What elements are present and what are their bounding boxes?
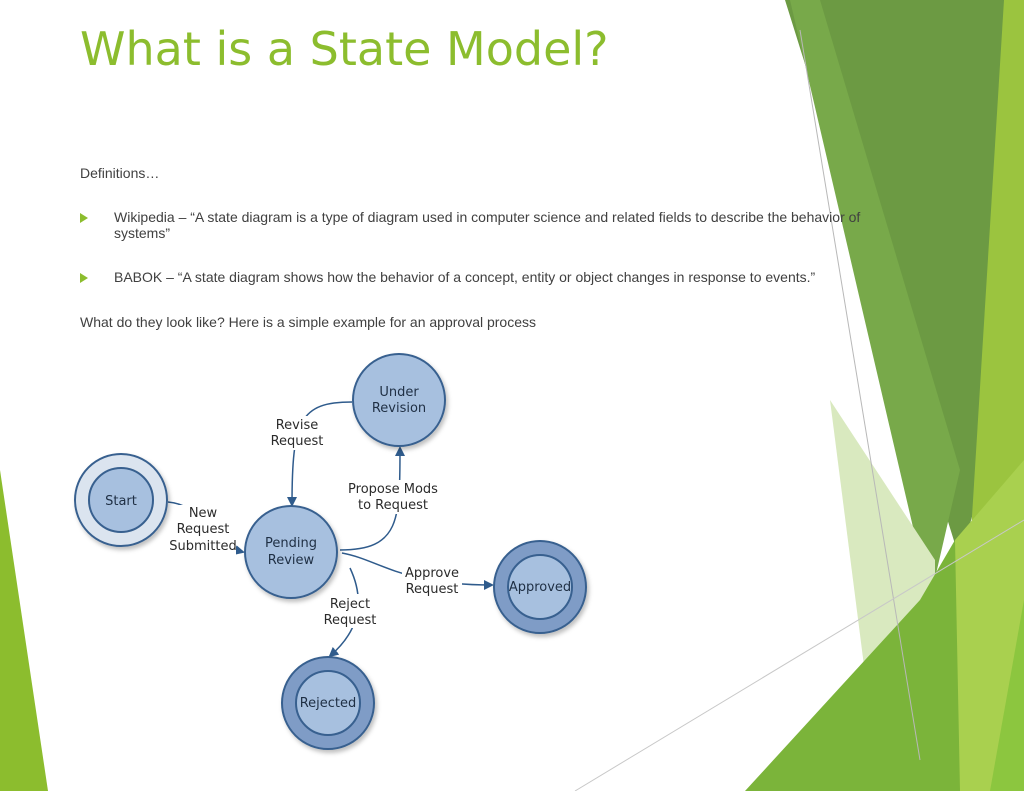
label-backdrop xyxy=(320,594,380,628)
thin-diagonal-line-2 xyxy=(574,519,1024,791)
state-pending-label-line1: Pending xyxy=(265,536,317,551)
transition-approve-label-line1: Approve xyxy=(405,566,459,581)
bullet-line: systems” xyxy=(114,225,170,241)
pending-review-circle xyxy=(244,505,338,599)
left-green-sliver xyxy=(0,470,48,791)
label-backdrop xyxy=(170,505,236,555)
bottom-green-triangle xyxy=(745,540,960,791)
bullet-wikipedia: Wikipedia – “A state diagram is a type o… xyxy=(114,209,860,241)
bullet-line: Wikipedia – “A state diagram is a type o… xyxy=(114,209,861,225)
under-revision-circle xyxy=(352,353,446,447)
transition-new-label-line2: Request xyxy=(177,522,230,537)
approved-inner-circle xyxy=(507,554,573,620)
state-start-label: Start xyxy=(105,494,137,509)
state-pending-review xyxy=(244,505,338,599)
transition-reject-label-line2: Request xyxy=(324,613,377,628)
bullet-babok: BABOK – “A state diagram shows how the b… xyxy=(114,269,816,285)
transition-new-label-line3: Submitted xyxy=(169,539,236,554)
state-rejected-label: Rejected xyxy=(300,696,357,711)
thin-diagonal-line xyxy=(799,29,921,761)
corner-green xyxy=(990,600,1024,791)
state-approved-label: Approved xyxy=(509,580,571,595)
transition-new-label-line1: New xyxy=(189,506,218,521)
rejected-inner-circle xyxy=(295,670,361,736)
transition-propose-label-line2: to Request xyxy=(358,498,428,513)
definitions-heading: Definitions… xyxy=(80,165,160,181)
example-intro: What do they look like? Here is a simple… xyxy=(80,314,536,330)
right-mid-band xyxy=(790,0,960,600)
bullet-arrow-icon xyxy=(80,273,88,283)
transition-propose-label-line1: Propose Mods xyxy=(348,482,438,497)
transition-revise-label-line2: Request xyxy=(271,434,324,449)
state-start xyxy=(74,453,168,547)
state-rejected xyxy=(281,656,375,750)
state-under-label-line2: Revision xyxy=(372,401,426,416)
state-under-label-line1: Under xyxy=(379,385,419,400)
label-backdrop xyxy=(345,480,441,514)
transition-propose-mods-arrow xyxy=(339,446,405,551)
bullet-arrow-icon xyxy=(80,213,88,223)
label-backdrop xyxy=(402,564,462,598)
state-pending-label-line2: Review xyxy=(268,553,315,568)
page-title: What is a State Model? xyxy=(80,22,609,76)
transition-approve-request-arrow xyxy=(341,552,494,590)
transition-revise-label-line1: Revise xyxy=(276,418,319,433)
label-backdrop xyxy=(268,416,326,450)
state-under-revision xyxy=(352,353,446,447)
start-inner-circle xyxy=(88,467,154,533)
transition-approve-label-line2: Request xyxy=(406,582,459,597)
transition-reject-label-line1: Reject xyxy=(330,597,370,612)
state-approved xyxy=(493,540,587,634)
